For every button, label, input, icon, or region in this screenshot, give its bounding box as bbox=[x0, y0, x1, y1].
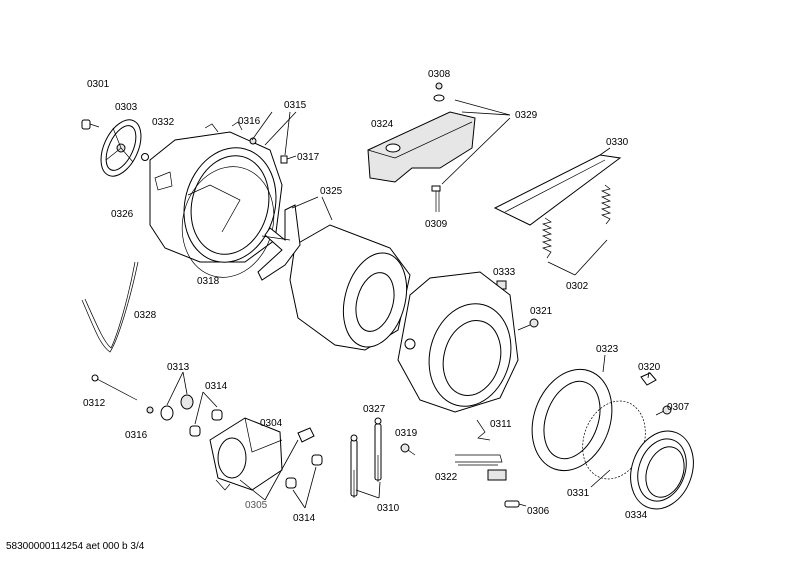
part-0328-belt bbox=[81, 261, 139, 353]
label-0301: 0301 bbox=[87, 79, 110, 90]
label-0307: 0307 bbox=[667, 402, 690, 413]
part-0304-motor bbox=[209, 417, 315, 491]
label-0315: 0315 bbox=[284, 100, 307, 111]
label-0330: 0330 bbox=[606, 137, 629, 148]
label-0314: 0314 bbox=[205, 381, 228, 392]
label-0310: 0310 bbox=[377, 503, 400, 514]
part-0311-clip bbox=[476, 419, 491, 441]
label-0333: 0333 bbox=[493, 267, 516, 278]
label-0303: 0303 bbox=[115, 102, 138, 113]
label-0309: 0309 bbox=[425, 219, 448, 230]
label-0316-lower: 0316 bbox=[125, 430, 148, 441]
part-0334-bellows bbox=[630, 430, 694, 510]
part-0323-door-ring bbox=[531, 368, 613, 472]
part-0303-pulley bbox=[100, 119, 142, 177]
part-0320-block bbox=[640, 372, 657, 386]
part-0319-screw bbox=[400, 443, 416, 456]
part-0332-washer bbox=[141, 153, 149, 161]
label-0327: 0327 bbox=[363, 404, 386, 415]
label-0305: 0305 bbox=[245, 500, 268, 511]
part-0301-screw bbox=[81, 119, 100, 130]
label-0317: 0317 bbox=[297, 152, 320, 163]
label-0328: 0328 bbox=[134, 310, 157, 321]
part-0309-bolt bbox=[431, 185, 441, 212]
label-0308: 0308 bbox=[428, 69, 451, 80]
label-0319: 0319 bbox=[395, 428, 418, 439]
label-0304: 0304 bbox=[260, 418, 283, 429]
label-0321: 0321 bbox=[530, 306, 553, 317]
part-0306-sensor bbox=[504, 500, 527, 508]
document-id: 58300000114254 aet 000 b 3/4 bbox=[6, 541, 145, 552]
part-0321-screw bbox=[517, 318, 539, 331]
label-0320: 0320 bbox=[638, 362, 661, 373]
part-0322-heater bbox=[455, 454, 507, 481]
label-0329: 0329 bbox=[515, 110, 538, 121]
label-0334: 0334 bbox=[625, 510, 648, 521]
label-0316: 0316 bbox=[238, 116, 261, 127]
part-0325-drum bbox=[257, 204, 411, 351]
part-0330-bracket bbox=[493, 154, 622, 226]
label-0312: 0312 bbox=[83, 398, 106, 409]
part-0324-counterweight bbox=[367, 111, 476, 183]
label-0313: 0313 bbox=[167, 362, 190, 373]
part-0314-bushing bbox=[189, 409, 323, 489]
label-0331: 0331 bbox=[567, 488, 590, 499]
part-0302-springs bbox=[541, 184, 612, 259]
part-0326-rear-tub bbox=[149, 121, 283, 263]
label-0326: 0326 bbox=[111, 209, 134, 220]
leader-lines bbox=[166, 99, 650, 509]
label-0318: 0318 bbox=[197, 276, 220, 287]
part-0317-bolt bbox=[280, 155, 297, 164]
label-0325: 0325 bbox=[320, 186, 343, 197]
label-0311: 0311 bbox=[490, 419, 512, 430]
part-0327-shock-absorbers bbox=[350, 417, 382, 498]
part-0308-nut bbox=[433, 82, 445, 102]
label-0322: 0322 bbox=[435, 472, 458, 483]
label-0332: 0332 bbox=[152, 117, 175, 128]
label-0323: 0323 bbox=[596, 344, 619, 355]
part-0313-bushing bbox=[160, 394, 194, 421]
label-0306: 0306 bbox=[527, 506, 550, 517]
part-front-tub bbox=[397, 271, 519, 413]
label-0314-lower: 0314 bbox=[293, 513, 316, 524]
part-0307-screw bbox=[655, 405, 672, 416]
label-0302: 0302 bbox=[566, 281, 589, 292]
part-0316-nut-lower bbox=[146, 406, 154, 414]
label-0324: 0324 bbox=[371, 119, 394, 130]
part-0312-rod bbox=[91, 374, 138, 401]
